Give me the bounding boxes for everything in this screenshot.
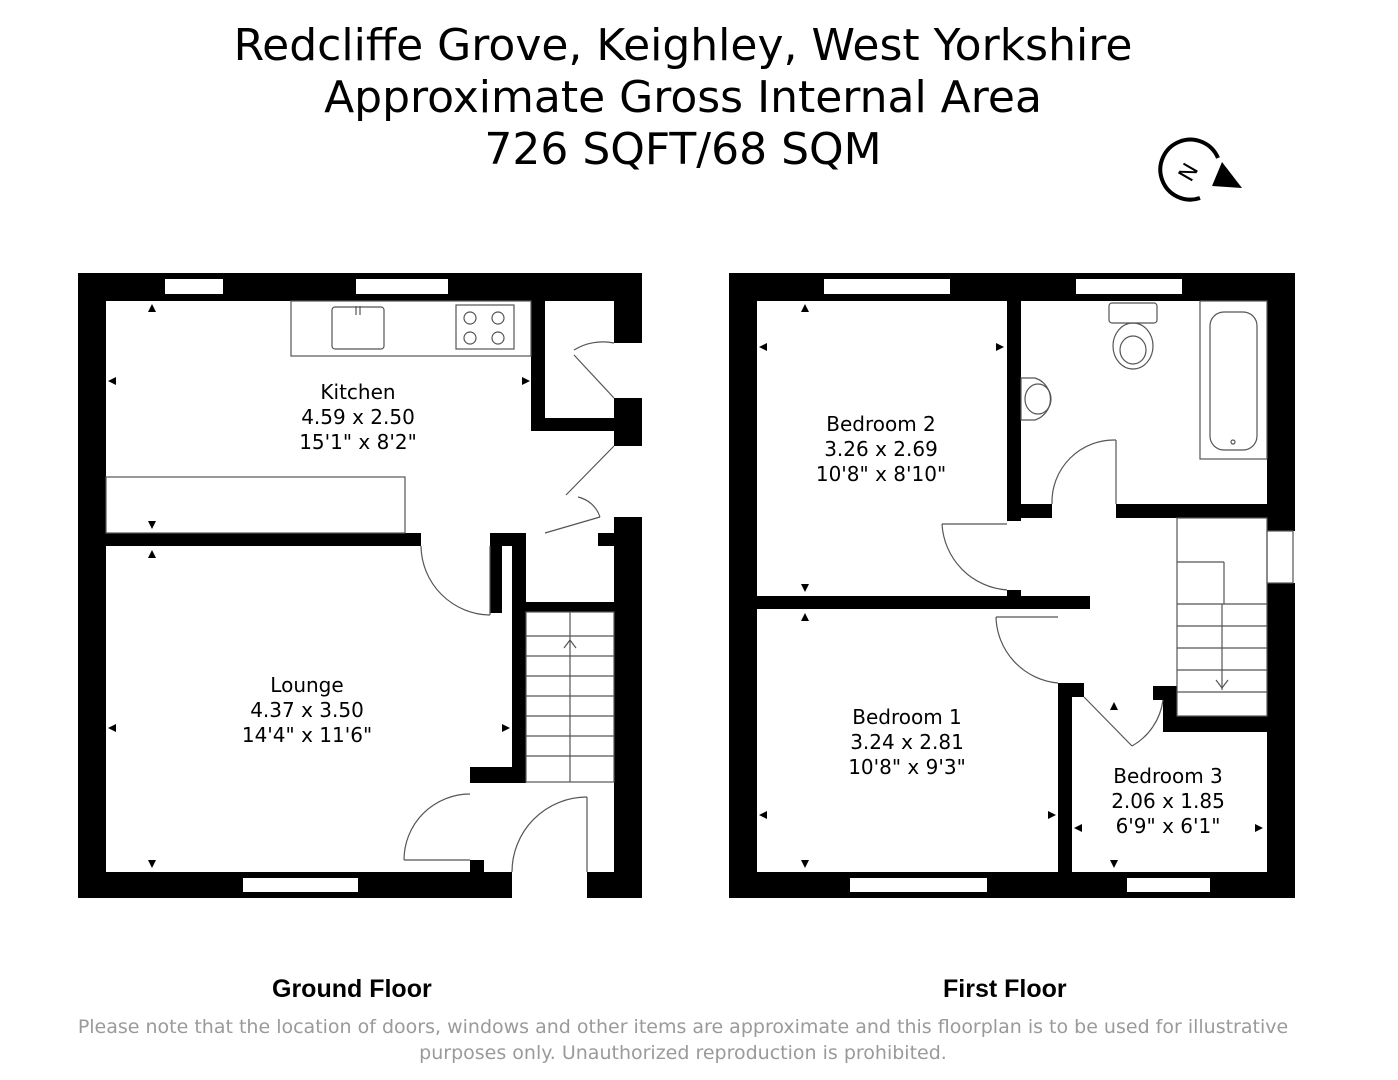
room-lounge: Lounge 4.37 x 3.50 14'4" x 11'6" xyxy=(242,673,372,747)
room-imperial: 6'9" x 6'1" xyxy=(1116,814,1221,838)
room-name: Lounge xyxy=(270,673,343,697)
room-name: Bedroom 3 xyxy=(1113,764,1223,788)
disclaimer: Please note that the location of doors, … xyxy=(60,1014,1306,1066)
door-swing xyxy=(1051,439,1117,505)
staircase-icon xyxy=(525,611,615,783)
area-heading: Approximate Gross Internal Area xyxy=(324,72,1042,123)
room-bedroom-1: Bedroom 1 3.24 x 2.81 10'8" x 9'3" xyxy=(848,705,966,779)
room-metric: 4.59 x 2.50 xyxy=(301,405,415,429)
area-value: 726 SQFT/68 SQM xyxy=(484,124,882,175)
first-floor-label: First Floor xyxy=(943,975,1067,1003)
room-name: Bedroom 1 xyxy=(852,705,962,729)
door-swing xyxy=(941,523,1008,591)
dimension-markers xyxy=(108,304,530,868)
door-swing xyxy=(573,341,615,351)
door-swing xyxy=(403,793,471,861)
disclaimer-line-1: Please note that the location of doors, … xyxy=(77,1016,1289,1038)
bath-icon xyxy=(1199,300,1268,460)
door-swing xyxy=(1131,699,1164,747)
disclaimer-line-2: purposes only. Unauthorized reproduction… xyxy=(419,1042,947,1064)
ground-floor-fixtures xyxy=(105,300,615,873)
room-bedroom-3: Bedroom 3 2.06 x 1.85 6'9" x 6'1" xyxy=(1111,764,1225,838)
hob-icon xyxy=(455,304,515,350)
sink-icon xyxy=(331,306,385,350)
first-floor-plan xyxy=(729,273,1295,898)
basin-icon xyxy=(1020,377,1052,421)
room-imperial: 10'8" x 9'3" xyxy=(848,755,966,779)
room-metric: 3.26 x 2.69 xyxy=(824,437,938,461)
compass-letter: N xyxy=(1174,159,1204,186)
dimension-markers xyxy=(759,304,1263,868)
room-name: Bedroom 2 xyxy=(826,412,936,436)
ground-floor-plan xyxy=(78,273,642,898)
room-bedroom-2: Bedroom 2 3.26 x 2.69 10'8" x 8'10" xyxy=(816,412,946,486)
first-floor-fixtures xyxy=(941,300,1294,747)
room-name: Kitchen xyxy=(320,380,395,404)
room-metric: 4.37 x 3.50 xyxy=(250,698,364,722)
ground-floor-label: Ground Floor xyxy=(272,975,432,1003)
plan-title: Redcliffe Grove, Keighley, West Yorkshir… xyxy=(233,20,1133,71)
room-metric: 2.06 x 1.85 xyxy=(1111,789,1225,813)
room-imperial: 14'4" x 11'6" xyxy=(242,723,372,747)
room-imperial: 10'8" x 8'10" xyxy=(816,462,946,486)
door-swing xyxy=(420,545,491,616)
room-kitchen: Kitchen 4.59 x 2.50 15'1" x 8'2" xyxy=(299,380,417,454)
north-arrow-icon: N xyxy=(1158,137,1242,202)
toilet-icon xyxy=(1108,302,1158,370)
room-imperial: 15'1" x 8'2" xyxy=(299,430,417,454)
room-metric: 3.24 x 2.81 xyxy=(850,730,964,754)
staircase-icon xyxy=(1176,517,1268,717)
door-swing xyxy=(995,616,1059,684)
door-swing xyxy=(511,796,588,873)
